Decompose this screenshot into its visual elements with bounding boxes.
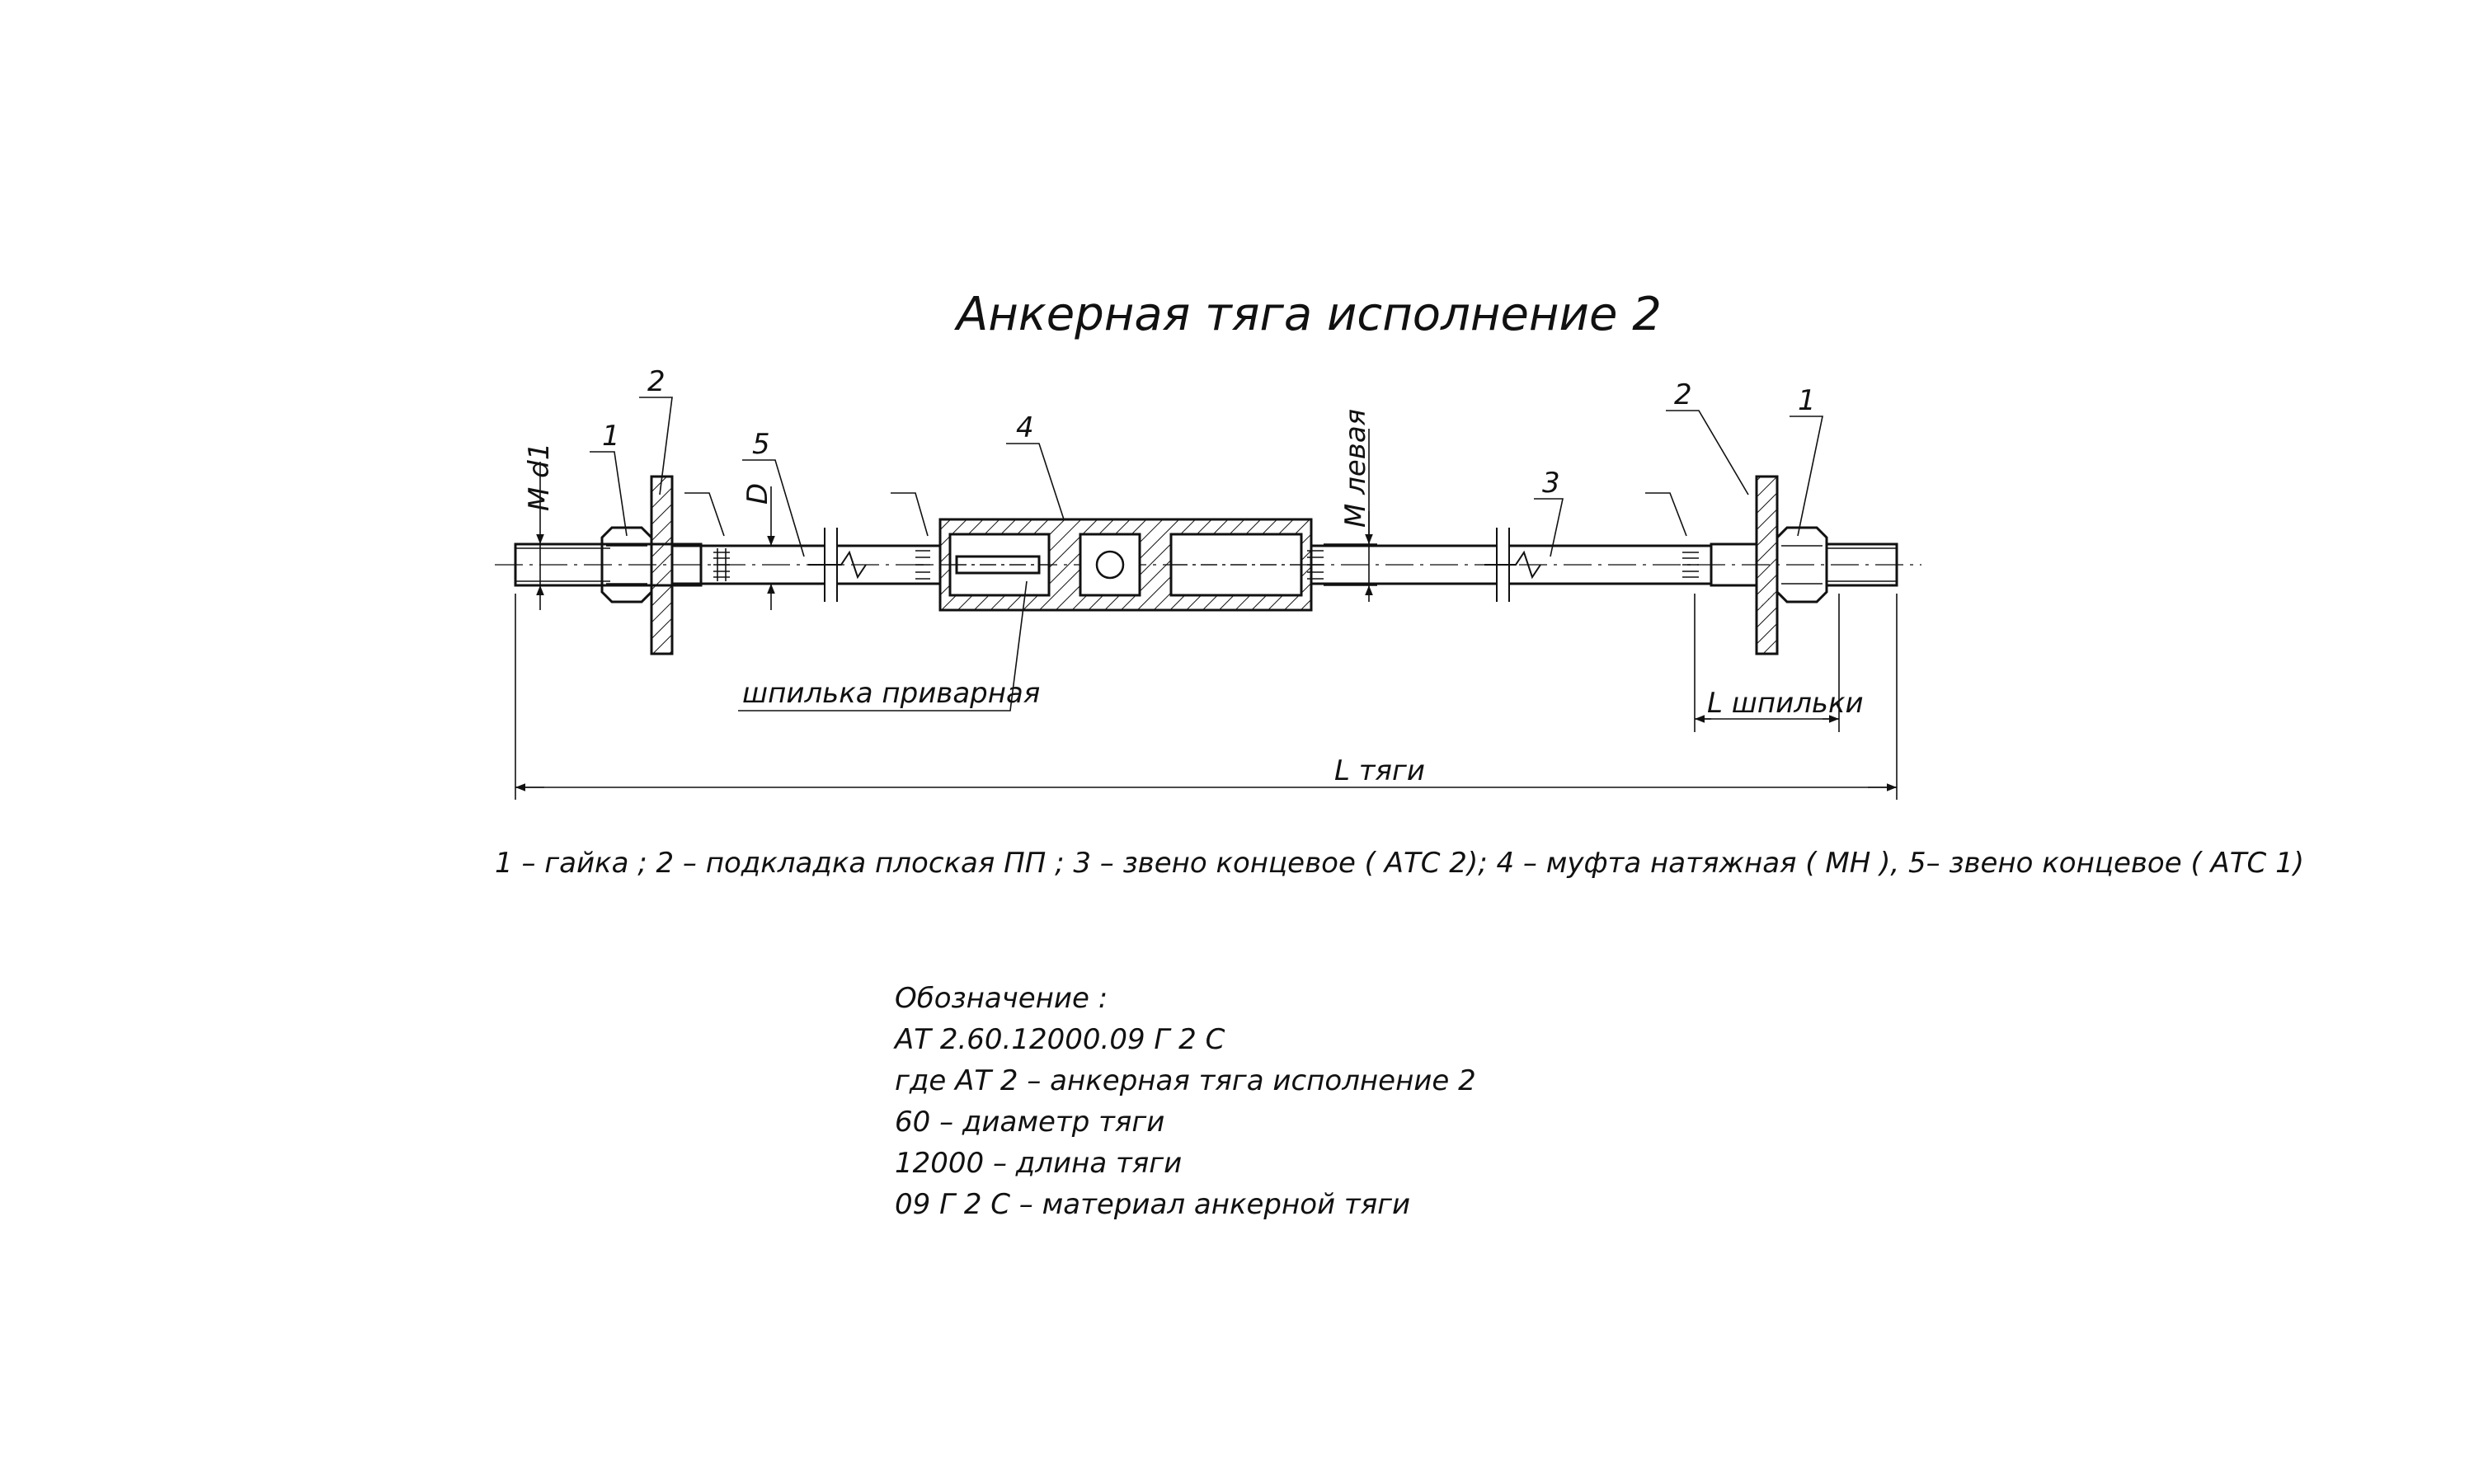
dimension-md1-label: M d1 — [523, 443, 556, 511]
dimension-m-left — [1324, 429, 1377, 602]
designation-block: Обозначение : АТ 2.60.12000.09 Г 2 С где… — [893, 982, 1476, 1221]
dimension-l-stud — [1694, 594, 1840, 732]
dimension-d-label: D — [741, 483, 774, 505]
callout-4: 4 — [1016, 411, 1034, 444]
threaded-end-right — [1825, 542, 1898, 587]
designation-heading: Обозначение : — [895, 982, 1108, 1015]
leader-lines — [590, 397, 1823, 711]
callout-5: 5 — [752, 428, 770, 461]
callout-1-right: 1 — [1798, 384, 1816, 417]
designation-line: где АТ 2 – анкерная тяга исполнение 2 — [895, 1064, 1476, 1097]
washer-right — [1755, 475, 1779, 655]
thread-marks-right — [1682, 552, 1699, 578]
drawing-title: Анкерная тяга исполнение 2 — [954, 288, 1662, 341]
dimension-m-left-label: M левая — [1339, 409, 1372, 528]
tension-coupling — [938, 518, 1313, 612]
designation-line: 12000 – длина тяги — [895, 1147, 1182, 1180]
dimension-md1 — [515, 462, 544, 610]
dimension-l-rod — [515, 594, 1898, 800]
designation-line: 60 – диаметр тяги — [895, 1106, 1164, 1139]
designation-line: АТ 2.60.12000.09 Г 2 С — [893, 1023, 1225, 1056]
thread-marks-coupling-left — [915, 550, 930, 580]
dimension-l-stud-label: L шпильки — [1707, 687, 1864, 720]
welded-stud-label: шпилька приварная — [742, 677, 1040, 710]
welded-stud — [955, 555, 1041, 575]
threaded-end-left — [514, 542, 703, 587]
dimension-l-rod-label: L тяги — [1334, 754, 1425, 787]
washer-left — [650, 475, 674, 655]
nut-right — [1776, 526, 1828, 603]
parts-legend: 1 – гайка ; 2 – подкладка плоская ПП ; 3… — [495, 847, 2304, 880]
callout-3: 3 — [1542, 467, 1560, 500]
thread-marks-coupling-right — [1307, 550, 1324, 580]
callout-2-left: 2 — [647, 365, 666, 398]
nut-left — [600, 526, 653, 603]
designation-line: 09 Г 2 С – материал анкерной тяги — [895, 1188, 1410, 1221]
callout-1-left: 1 — [602, 420, 620, 453]
thread-marks-left — [713, 552, 730, 578]
callout-2-right: 2 — [1674, 378, 1692, 411]
